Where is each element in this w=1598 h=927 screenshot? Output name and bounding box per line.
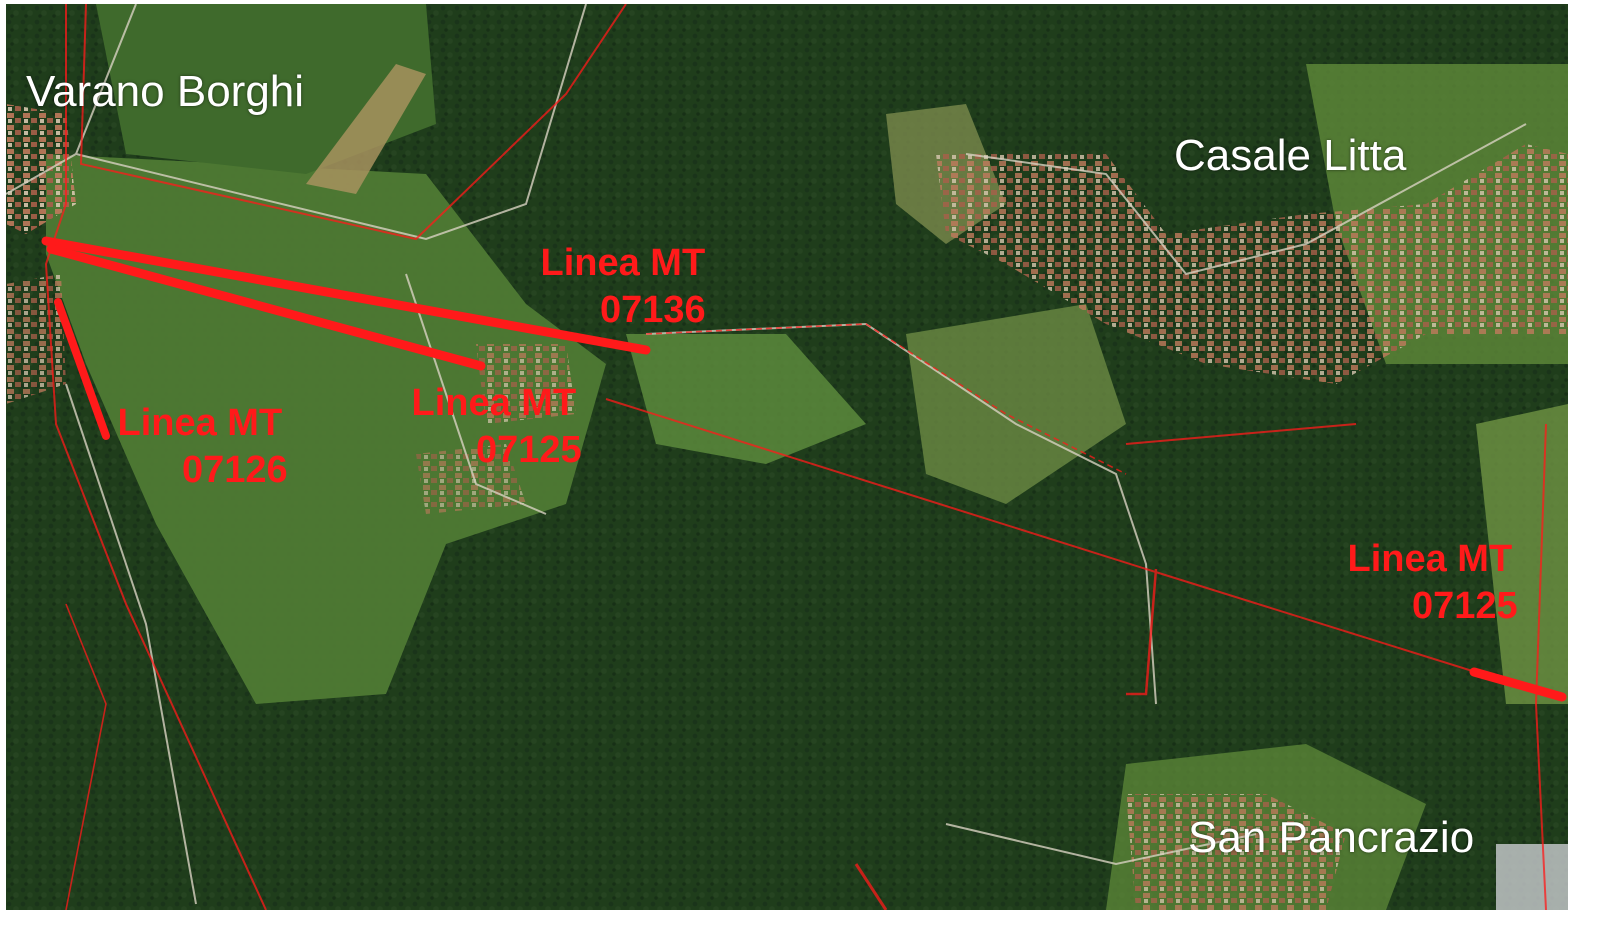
power-line-label-07125-west: Linea MT 07125	[406, 380, 582, 474]
mt-line-07125-east	[1469, 667, 1567, 702]
power-line-code: 07125	[476, 429, 582, 472]
aerial-map: Varano Borghi Casale Litta San Pancrazio…	[6, 4, 1568, 910]
field-strip	[306, 64, 426, 194]
field-east-center	[626, 334, 866, 464]
town-area-hamlet	[416, 444, 526, 514]
power-line-name: Linea MT	[117, 402, 283, 444]
power-line-name: Linea MT	[1347, 538, 1513, 580]
mt-line-07126	[54, 298, 110, 440]
industrial-buildings	[1496, 844, 1568, 910]
town-area-casale	[936, 144, 1568, 384]
mt-line-07125-west	[46, 244, 486, 371]
power-line-label-07126: Linea MT 07126	[112, 400, 288, 494]
aerial-map-canvas	[6, 4, 1568, 910]
power-line-label-07125-east: Linea MT 07125	[1342, 536, 1518, 630]
place-label-varano-borghi: Varano Borghi	[26, 67, 305, 116]
town-area-varano-south	[6, 274, 66, 404]
power-line-code: 07125	[1412, 585, 1518, 628]
power-line-code: 07136	[600, 289, 706, 332]
town-area-sanpancrazio	[1126, 794, 1346, 910]
mt-line-thick	[41, 236, 1567, 702]
mt-line-07136	[41, 236, 651, 355]
power-line-name: Linea MT	[411, 382, 577, 424]
power-line-label-07136: Linea MT 07136	[540, 240, 706, 334]
town-area-farm	[476, 344, 576, 424]
place-label-san-pancrazio: San Pancrazio	[1188, 813, 1475, 862]
field-center-hills	[906, 304, 1126, 504]
network-thin-lines	[44, 4, 1547, 910]
field-west	[46, 154, 606, 704]
place-label-casale-litta: Casale Litta	[1174, 131, 1407, 180]
town-area-varano	[6, 104, 76, 234]
roads	[6, 4, 1527, 905]
power-line-name: Linea MT	[540, 242, 706, 284]
power-line-code: 07126	[182, 449, 288, 492]
